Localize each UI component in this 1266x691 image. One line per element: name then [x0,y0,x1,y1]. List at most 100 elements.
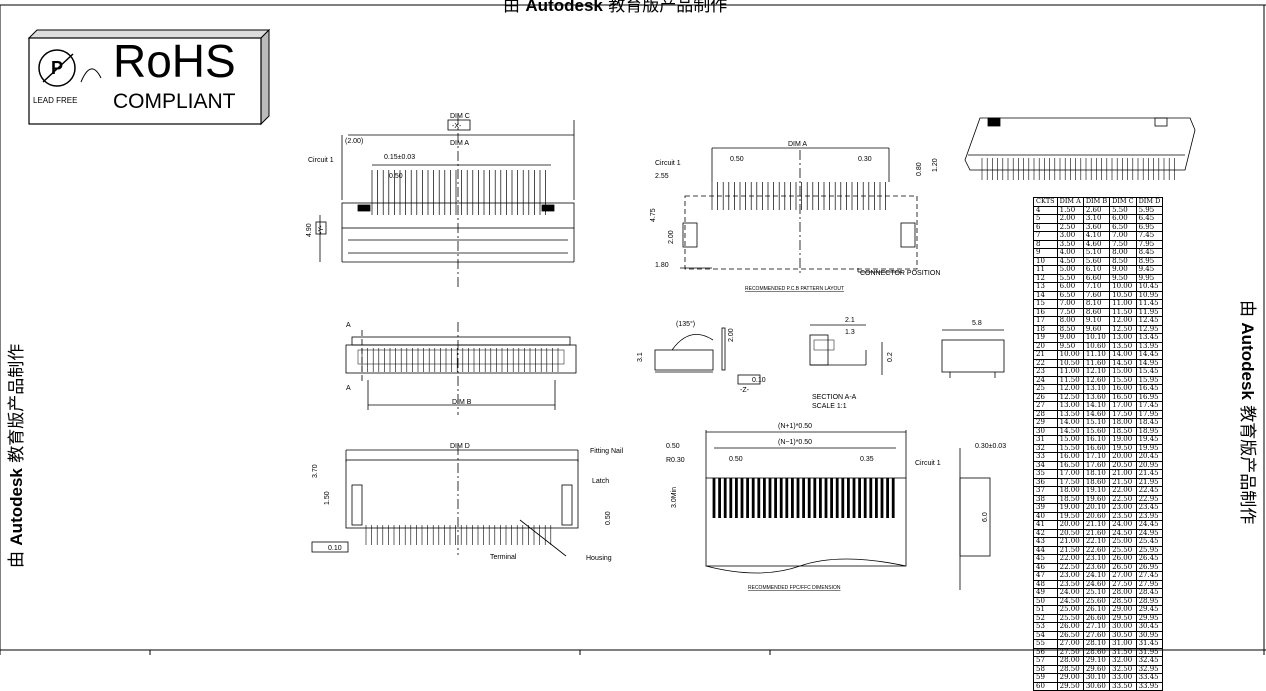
dim-a-label: DIM A [450,140,469,147]
table-cell: 31.45 [1135,639,1164,649]
table-cell: 14.10 [1082,401,1111,411]
table-header-cell: CKTS [1033,197,1058,207]
table-cell: 23.00 [1056,571,1084,581]
pcb-120: 1.20 [932,158,939,172]
table-cell: 21 [1033,350,1058,360]
table-cell: 29.00 [1109,605,1137,615]
table-cell: 8.10 [1082,299,1111,309]
table-cell: 10.10 [1082,333,1111,343]
fitting-nail-label: Fitting Nail [590,448,624,455]
fpc-035: 0.35 [860,456,874,463]
table-cell: 21.45 [1135,469,1164,479]
table-header-cell: DIM A [1056,197,1084,207]
lead-free-label: LEAD FREE [33,96,78,105]
table-cell: 19.45 [1135,435,1164,445]
table-cell: 16.00 [1056,452,1084,462]
table-cell: 33.45 [1135,673,1164,683]
table-cell: 28.10 [1082,639,1111,649]
table-cell: 29.50 [1056,681,1084,691]
table-cell: 7 [1033,231,1058,241]
isometric-connector-drawing [964,117,1196,180]
fpc-finger [791,478,794,518]
fpc-finger [819,478,822,518]
angle-135: (135°) [676,320,695,328]
table-cell: 32.50 [1109,664,1137,674]
table-cell: 11.45 [1135,299,1164,309]
table-cell: 24.45 [1135,520,1164,530]
table-cell: 53 [1033,622,1058,632]
table-cell: 27.50 [1056,647,1084,657]
fpc-finger [774,478,777,518]
table-cell: 30.00 [1109,622,1137,632]
latch-label: Latch [592,478,609,485]
fpc-finger [847,478,850,518]
table-cell: 60 [1033,681,1058,691]
table-cell: 15 [1033,299,1058,309]
fpc-finger [785,478,789,518]
table-cell: 17.10 [1082,452,1111,462]
pcb-180: 1.80 [655,262,669,269]
table-cell: 3.00 [1056,231,1084,241]
front-view-drawing [345,322,577,415]
table-cell: 25.00 [1109,537,1137,547]
fpc-finger [841,478,845,518]
fpc-finger [875,478,878,518]
rohs-subtitle: COMPLIANT [113,90,236,113]
table-cell: 30.45 [1135,622,1164,632]
table-cell: 17.00 [1109,401,1137,411]
rohs-title: RoHS [113,35,236,87]
terminal-label: Terminal [490,554,517,561]
table-cell: 28.00 [1056,656,1084,666]
fpc-finger [779,478,783,518]
table-cell: 31.95 [1135,647,1164,657]
table-cell: 7.10 [1082,282,1111,292]
dim-150: 1.50 [324,491,331,505]
table-cell: 12.00 [1056,384,1084,394]
table-cell: 18.00 [1109,418,1137,428]
table-cell: 49 [1033,588,1058,598]
bottom-view-drawing [311,445,579,557]
table-cell: 28.60 [1082,647,1111,657]
table-cell: 27.45 [1135,571,1164,581]
table-cell: 6.00 [1056,282,1084,292]
table-cell: 58 [1033,664,1058,674]
fpc-finger [858,478,861,518]
table-cell: 20.00 [1056,520,1084,530]
table-cell: 22.00 [1056,554,1084,564]
table-cell: 31.00 [1109,639,1137,649]
table-cell: 32.00 [1109,656,1137,666]
table-cell: 41 [1033,520,1058,530]
fpc-finger [723,478,727,518]
table-cell: 9 [1033,248,1058,258]
side-200: 2.00 [728,328,735,342]
table-cell: 28.50 [1056,664,1084,674]
table-cell: 13.00 [1109,333,1137,343]
table-cell: 27.00 [1109,571,1137,581]
table-cell: 25.00 [1056,605,1084,615]
table-cell: 13.10 [1082,384,1111,394]
table-cell: 30.60 [1082,681,1111,691]
fpc-caption: RECOMMENDED FPC/FFC DIMENSION [748,585,841,591]
dimension-labels: DIM C -X- (2.00) DIM A Circuit 1 0.15±0.… [306,113,1006,591]
table-cell: 15.00 [1109,367,1137,377]
table-cell: 13.00 [1056,401,1084,411]
table-header-cell: DIM B [1082,197,1111,207]
table-cell: 19.00 [1109,435,1137,445]
pcb-200: 2.00 [668,230,675,244]
table-cell: 12.00 [1109,316,1137,326]
table-cell: 3.10 [1082,214,1111,224]
table-cell: 11.00 [1109,299,1137,309]
table-cell: 15.45 [1135,367,1164,377]
table-cell: 20.00 [1109,452,1137,462]
table-cell: 24.10 [1082,571,1111,581]
